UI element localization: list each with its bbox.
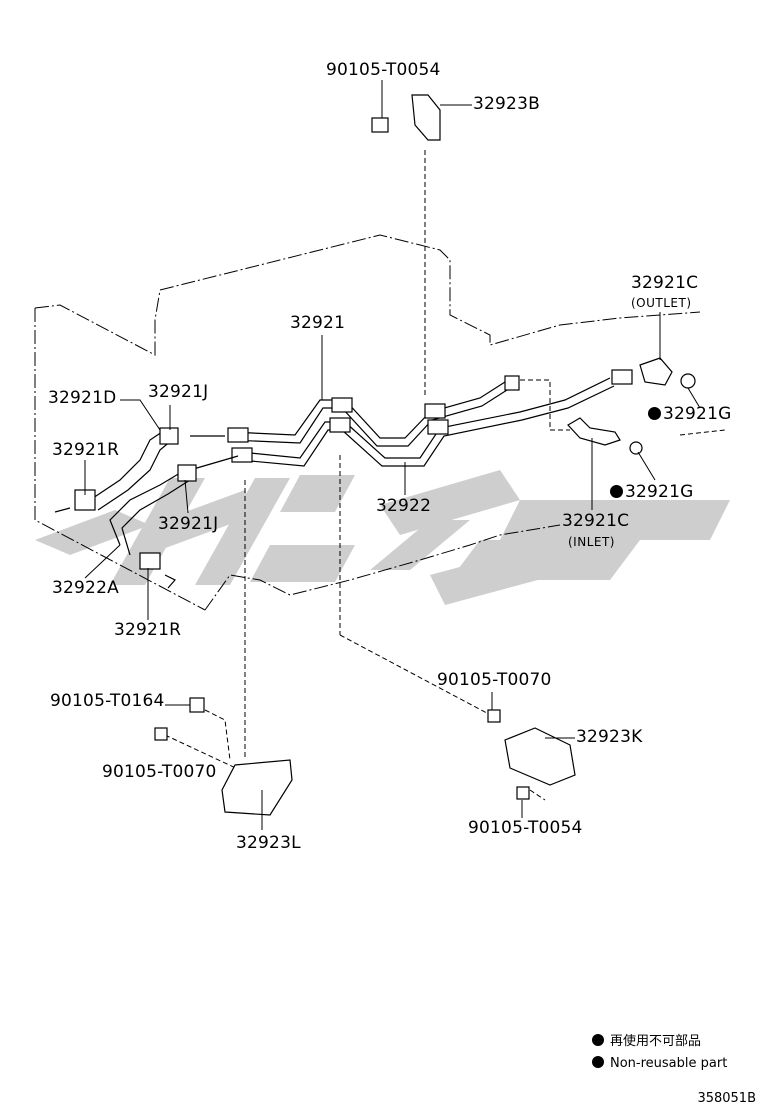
label-32921g-bottom-text: 32921G [625, 482, 694, 502]
label-32921r-bottom: 32921R [114, 620, 182, 640]
inlet-fitting [567, 417, 643, 455]
label-32923k: 32923K [576, 727, 643, 747]
non-reusable-dot-icon [592, 1034, 604, 1046]
legend-en-text: Non-reusable part [610, 1056, 728, 1071]
legend-jp: 再使用不可部品 [592, 1034, 701, 1048]
label-32921g-bottom: 32921G [610, 484, 693, 501]
diagram-id: 358051B [697, 1091, 756, 1106]
label-90105-t0070-right: 90105-T0070 [437, 670, 552, 690]
label-inlet-note: (INLET) [568, 535, 615, 549]
label-32922a: 32922A [52, 578, 119, 598]
label-32921j-bottom: 32921J [158, 514, 219, 534]
bracket-32923b [371, 94, 441, 141]
label-32923b: 32923B [473, 94, 540, 114]
label-32921c-outlet: 32921C [631, 273, 699, 293]
label-32921g-top-text: 32921G [663, 404, 732, 424]
fuel-pipes [189, 369, 633, 471]
non-reusable-dot-icon [648, 407, 661, 420]
outlet-fitting [639, 357, 696, 389]
label-32921g-top: 32921G [648, 406, 731, 423]
label-90105-t0054-top: 90105-T0054 [326, 60, 441, 80]
watermark-logo [35, 470, 730, 605]
label-32922: 32922 [376, 496, 432, 516]
label-90105-t0164: 90105-T0164 [50, 691, 165, 711]
non-reusable-dot-icon [592, 1056, 604, 1068]
reference-lines [164, 150, 726, 801]
label-90105-t0070-left: 90105-T0070 [102, 762, 217, 782]
legend-en: Non-reusable part [592, 1056, 727, 1070]
bracket-32923l [154, 697, 293, 816]
label-32921j-top: 32921J [148, 382, 209, 402]
non-reusable-dot-icon [610, 485, 623, 498]
label-32923l: 32923L [236, 833, 301, 853]
legend-jp-text: 再使用不可部品 [610, 1034, 702, 1049]
label-leaders [84, 80, 701, 830]
label-90105-t0054-bottom: 90105-T0054 [468, 818, 583, 838]
label-outlet-note: (OUTLET) [631, 296, 692, 310]
label-32921: 32921 [290, 313, 346, 333]
label-32921r-top: 32921R [52, 440, 120, 460]
label-32921d: 32921D [48, 388, 117, 408]
bracket-32923k [487, 709, 576, 800]
label-32921c-inlet: 32921C [562, 511, 630, 531]
